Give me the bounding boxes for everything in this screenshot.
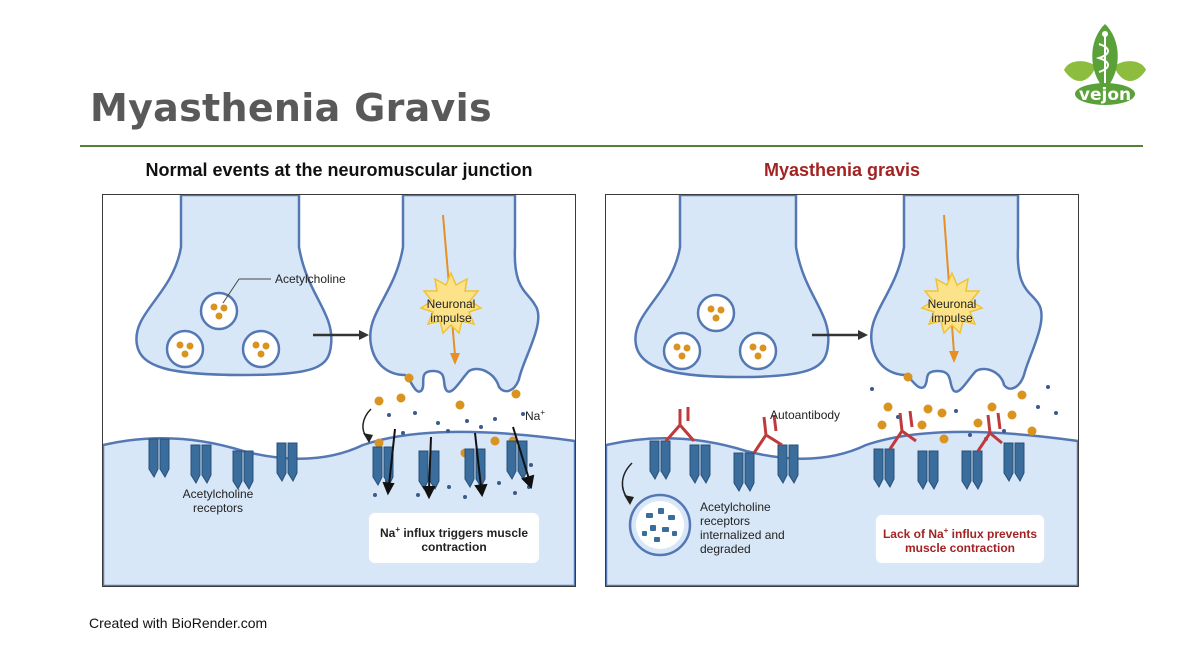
normal-nmj-panel: Acetylcholine Neuronal impulse Na+ Acety…: [102, 194, 576, 587]
synaptic-vesicle: [662, 331, 702, 371]
synaptic-vesicle: [199, 291, 239, 331]
logo-text: vejon: [1079, 85, 1131, 105]
release-arrow: [362, 408, 372, 438]
logo-leaf-right: [1114, 61, 1146, 82]
title-divider: [80, 145, 1143, 147]
influx-arrows: [382, 426, 535, 500]
receptor-with-antibody: [649, 407, 799, 493]
autoantibody: [664, 407, 783, 454]
slide-title: Myasthenia Gravis: [90, 86, 492, 130]
acetylcholine-receptor: [148, 438, 170, 479]
neuronal-impulse-label: Neuronal impulse: [927, 297, 977, 325]
normal-outcome-caption: Na+ influx triggers muscle contraction: [369, 513, 539, 563]
synaptic-vesicle: [165, 329, 205, 369]
synaptic-vesicle: [241, 329, 281, 369]
normal-panel-heading: Normal events at the neuromuscular junct…: [145, 160, 533, 180]
sodium-ions: [373, 411, 533, 499]
vejon-logo: vejon: [1058, 22, 1152, 108]
mg-panel-heading: Myasthenia gravis: [763, 160, 921, 180]
footer-credit: Created with BioRender.com: [89, 615, 268, 631]
mg-outcome-caption: Lack of Na+ influx prevents muscle contr…: [876, 515, 1044, 563]
acetylcholine-label: Acetylcholine: [275, 272, 346, 286]
internalized-vesicle: [628, 493, 692, 557]
logo-leaf-left: [1064, 61, 1096, 82]
acetylcholine-molecules: [877, 372, 1037, 444]
vesicle-pointer-line: [222, 278, 240, 304]
myasthenia-nmj-panel: Neuronal impulse Autoantibody Acetylchol…: [605, 194, 1079, 587]
synaptic-vesicle: [738, 331, 778, 371]
acetylcholine-receptor: [232, 450, 254, 491]
resting-nerve-terminal: [634, 195, 830, 379]
neuronal-impulse-label: Neuronal impulse: [426, 297, 476, 325]
neuronal-impulse-burst: [920, 271, 984, 335]
neuronal-impulse-burst: [419, 271, 483, 335]
acetylcholine-receptor: [276, 442, 298, 483]
sodium-label: Na+: [525, 408, 546, 423]
blocked-receptors: [873, 410, 1025, 491]
internalized-receptors-label: Acetylcholine receptors internalized and…: [700, 500, 785, 556]
caduceus-leaf-icon: [1095, 32, 1109, 84]
autoantibody-label: Autoantibody: [770, 408, 841, 422]
autoantibody: [888, 410, 1003, 452]
receptors-label: Acetylcholine receptors: [182, 487, 254, 515]
acetylcholine-receptor: [190, 444, 212, 485]
synaptic-vesicle: [696, 293, 736, 333]
